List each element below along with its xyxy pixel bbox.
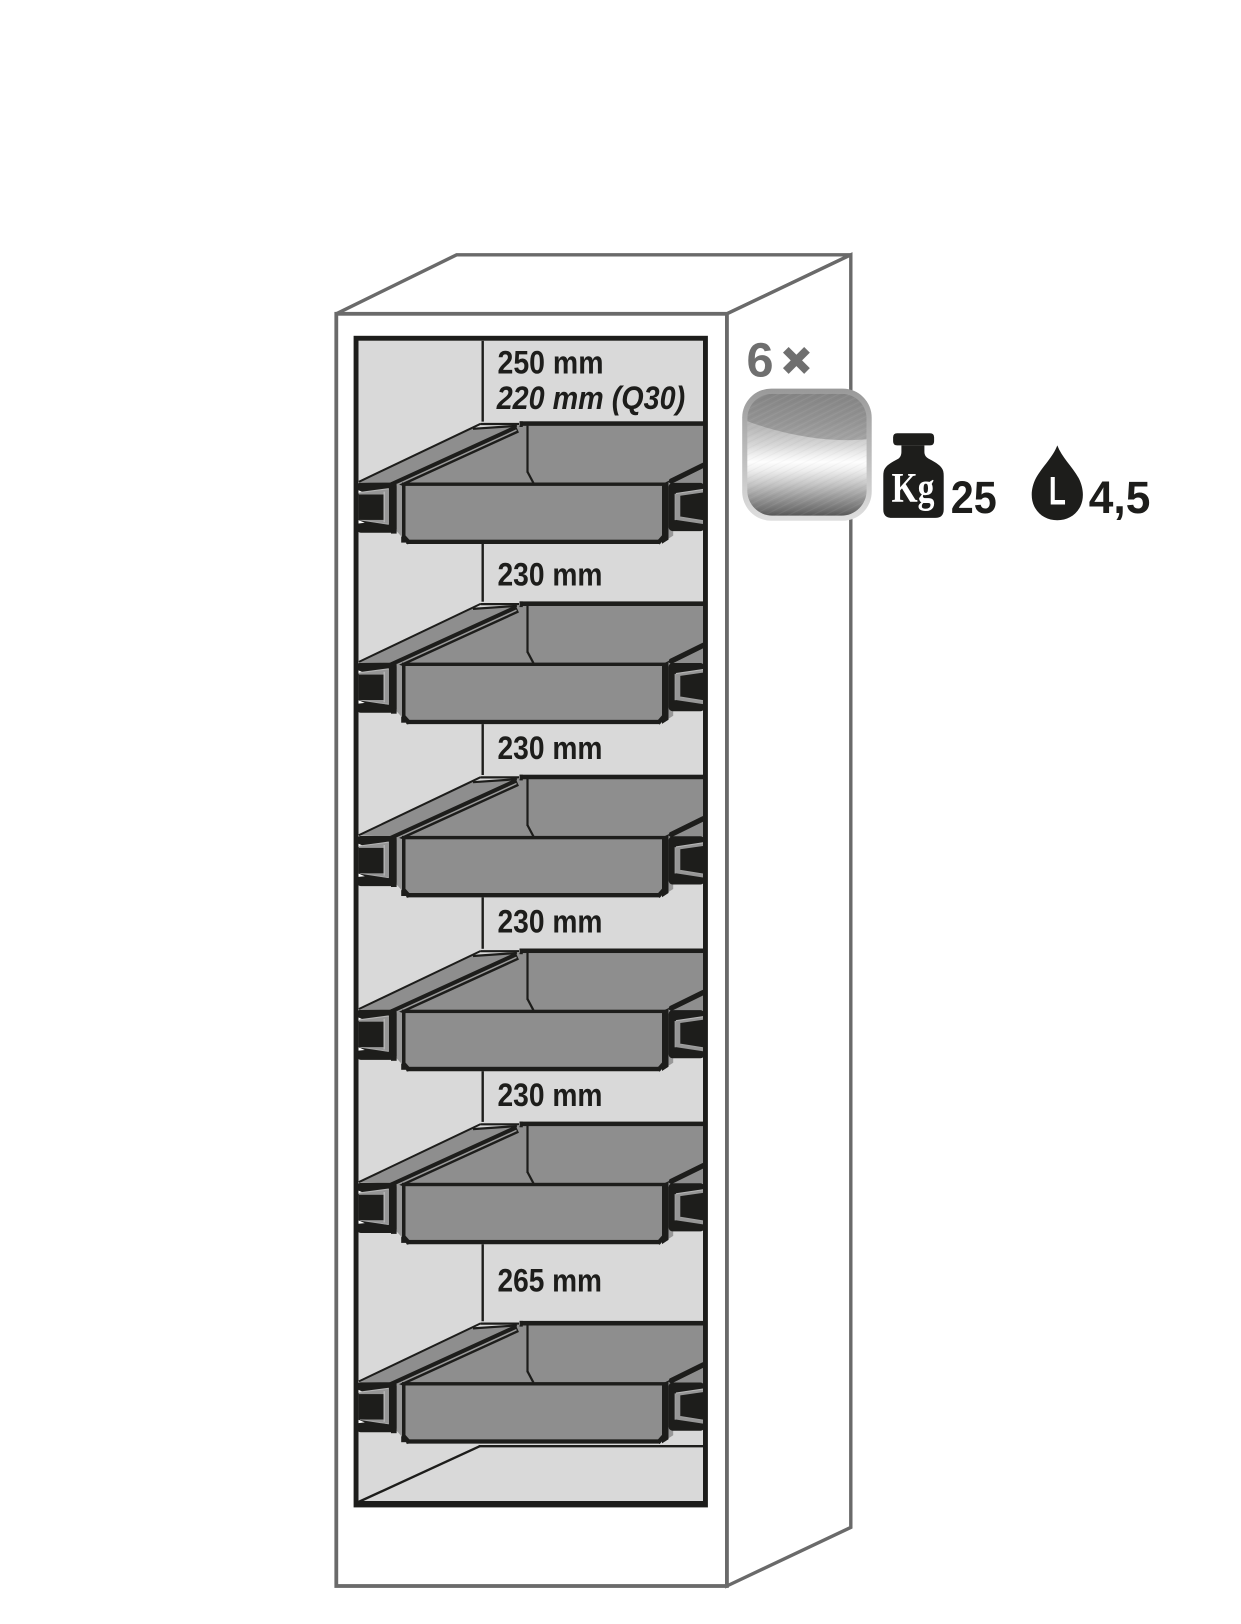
svg-text:25: 25 (951, 472, 997, 523)
svg-text:220 mm (Q30): 220 mm (Q30) (496, 380, 685, 416)
svg-text:4,5: 4,5 (1089, 472, 1151, 523)
svg-text:265 mm: 265 mm (498, 1262, 603, 1298)
svg-text:230 mm: 230 mm (498, 1077, 603, 1113)
svg-text:Kg: Kg (892, 465, 935, 512)
svg-text:230 mm: 230 mm (498, 904, 603, 940)
svg-text:6: 6 (747, 333, 774, 387)
svg-text:L: L (1049, 470, 1066, 514)
svg-text:230 mm: 230 mm (498, 730, 603, 766)
svg-text:230 mm: 230 mm (498, 557, 603, 593)
svg-text:250 mm: 250 mm (498, 345, 604, 381)
